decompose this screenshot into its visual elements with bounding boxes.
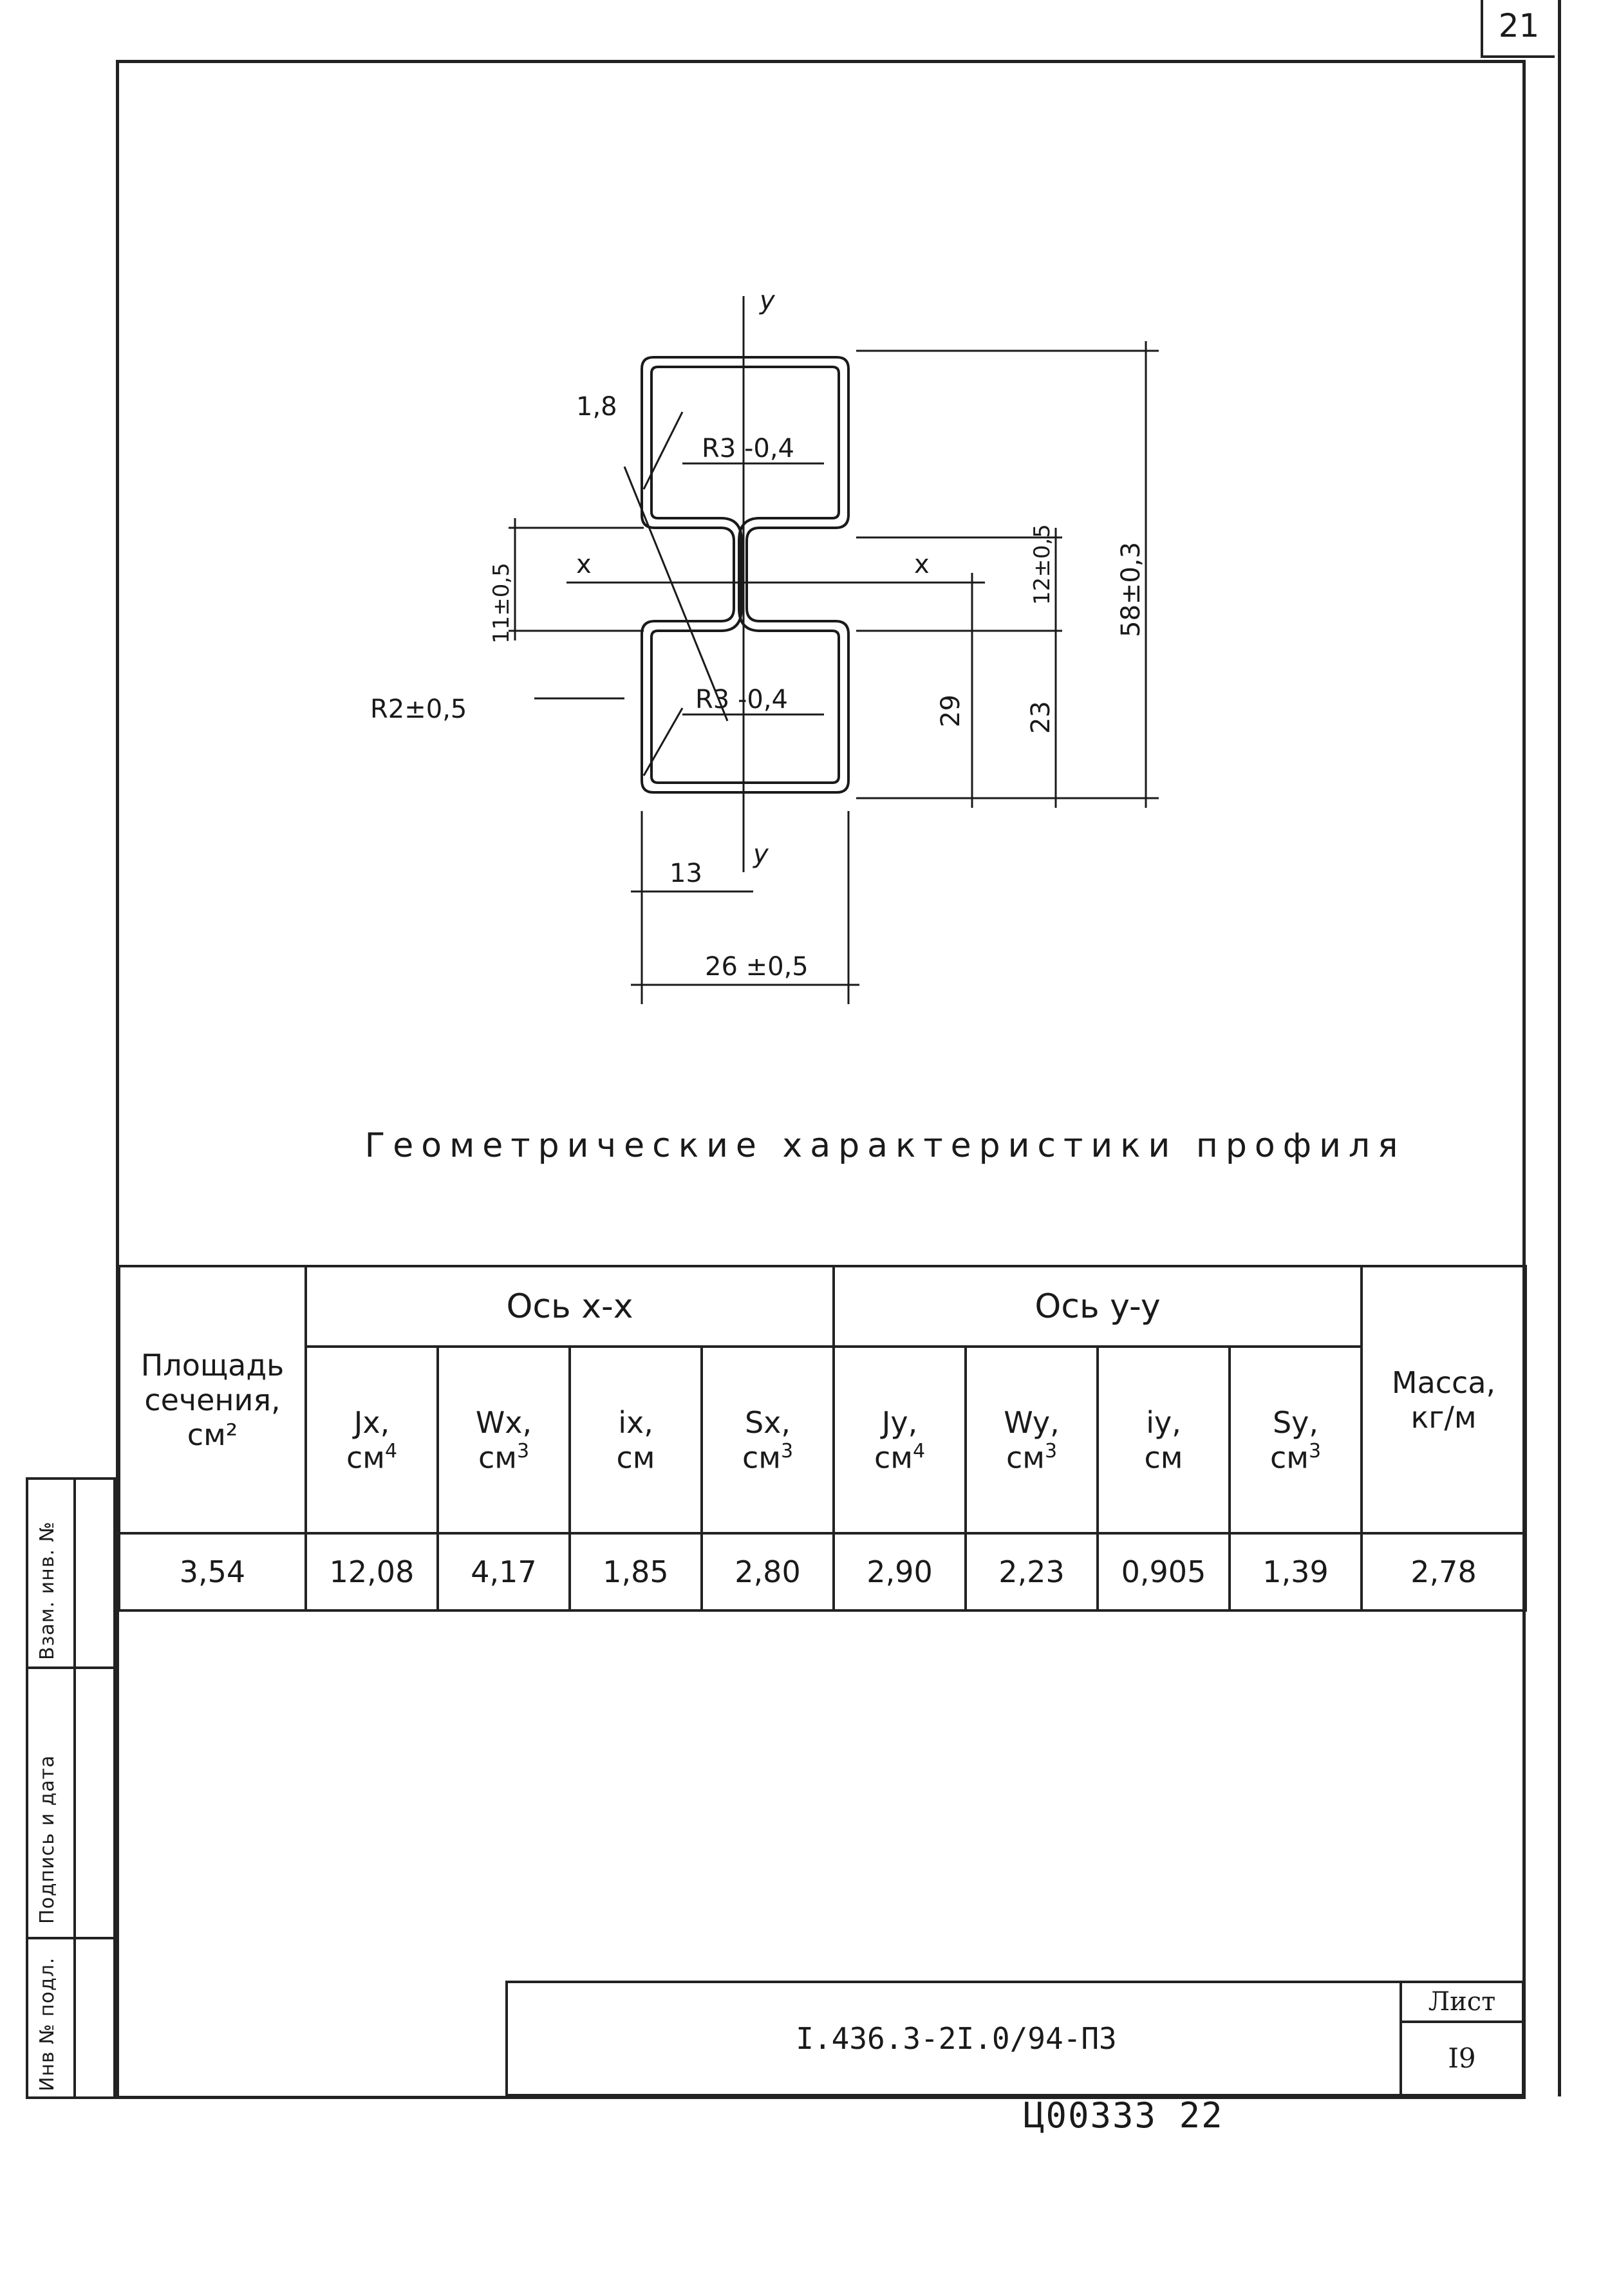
side-stamp: Взам. инв. № Подпись и дата Инв № подл. bbox=[26, 1477, 116, 2099]
label-radius-top: R3 -0,4 bbox=[702, 434, 794, 463]
value-jy: 2,90 bbox=[832, 1532, 968, 1612]
side-inv-label: Инв № подл. bbox=[36, 1957, 59, 2091]
subheader-wy: Wy,см3 bbox=[964, 1345, 1100, 1535]
subheader-iy: iy,см bbox=[1096, 1345, 1231, 1535]
profile-outline bbox=[641, 356, 850, 794]
drawing-frame bbox=[116, 60, 1526, 2099]
subheader-jy: Jy,см4 bbox=[832, 1345, 968, 1535]
document-code: I.436.3-2I.0/94-ПЗ bbox=[796, 2021, 1117, 2056]
subheader-wx: Wx,см3 bbox=[436, 1345, 571, 1535]
properties-table: Площадь сечения, см² Ось x-x Ось y-y Мас… bbox=[118, 1265, 1528, 1612]
title-block: I.436.3-2I.0/94-ПЗ Лист I9 bbox=[505, 1981, 1524, 2096]
right-edge-line bbox=[1558, 0, 1561, 2096]
sheet-label: Лист bbox=[1402, 1983, 1522, 2023]
subheader-ix: ix,см bbox=[568, 1345, 703, 1535]
area-header: Площадь сечения, см² bbox=[118, 1265, 307, 1535]
label-radius-web: R2±0,5 bbox=[370, 695, 467, 724]
section-title: Геометрические характеристики профиля bbox=[364, 1126, 1406, 1165]
corner-page-number: 21 bbox=[1481, 0, 1555, 58]
label-dim-26: 26 ±0,5 bbox=[705, 952, 809, 982]
profile-drawing: y y x x 1,8 R3 -0,4 R3 -0,4 R2±0,5 13 26… bbox=[370, 286, 1159, 1004]
label-x-left: x bbox=[576, 550, 592, 579]
subheader-sy: Sy,см3 bbox=[1228, 1345, 1363, 1535]
sheet-box: Лист I9 bbox=[1400, 1983, 1522, 2094]
subheader-sx: Sx,см3 bbox=[700, 1345, 836, 1535]
subheader-jx: Jx,см4 bbox=[304, 1345, 439, 1535]
mass-header: Масса, кг/м bbox=[1360, 1265, 1528, 1535]
value-sx: 2,80 bbox=[700, 1532, 836, 1612]
label-y-bottom: y bbox=[753, 839, 769, 869]
value-jx: 12,08 bbox=[304, 1532, 439, 1612]
label-dim-58: 58±0,3 bbox=[1116, 542, 1146, 637]
label-dim-29: 29 bbox=[936, 695, 966, 727]
value-ix: 1,85 bbox=[568, 1532, 703, 1612]
label-y-top: y bbox=[759, 286, 776, 315]
label-radius-bottom: R3 -0,4 bbox=[695, 685, 788, 714]
label-dim-23: 23 bbox=[1026, 701, 1056, 734]
side-signature-label: Подпись и дата bbox=[36, 1755, 59, 1925]
side-replaces-label: Взам. инв. № bbox=[36, 1521, 59, 1660]
axis-x-header: Ось x-x bbox=[304, 1265, 836, 1348]
axis-y-header: Ось y-y bbox=[832, 1265, 1363, 1348]
value-sy: 1,39 bbox=[1228, 1532, 1363, 1612]
value-wx: 4,17 bbox=[436, 1532, 571, 1612]
label-x-right: x bbox=[914, 550, 930, 579]
label-thickness: 1,8 bbox=[576, 392, 617, 422]
label-web-height: 11±0,5 bbox=[489, 563, 514, 644]
archive-mark: Ц00333 22 bbox=[1024, 2095, 1224, 2136]
value-iy: 0,905 bbox=[1096, 1532, 1231, 1612]
value-mass: 2,78 bbox=[1360, 1532, 1528, 1612]
profile-inner bbox=[650, 366, 840, 784]
value-area: 3,54 bbox=[118, 1532, 307, 1612]
label-dim-13: 13 bbox=[669, 859, 702, 888]
label-dim-12: 12±0,5 bbox=[1029, 524, 1055, 605]
sheet-number: I9 bbox=[1448, 2042, 1476, 2074]
value-wy: 2,23 bbox=[964, 1532, 1100, 1612]
